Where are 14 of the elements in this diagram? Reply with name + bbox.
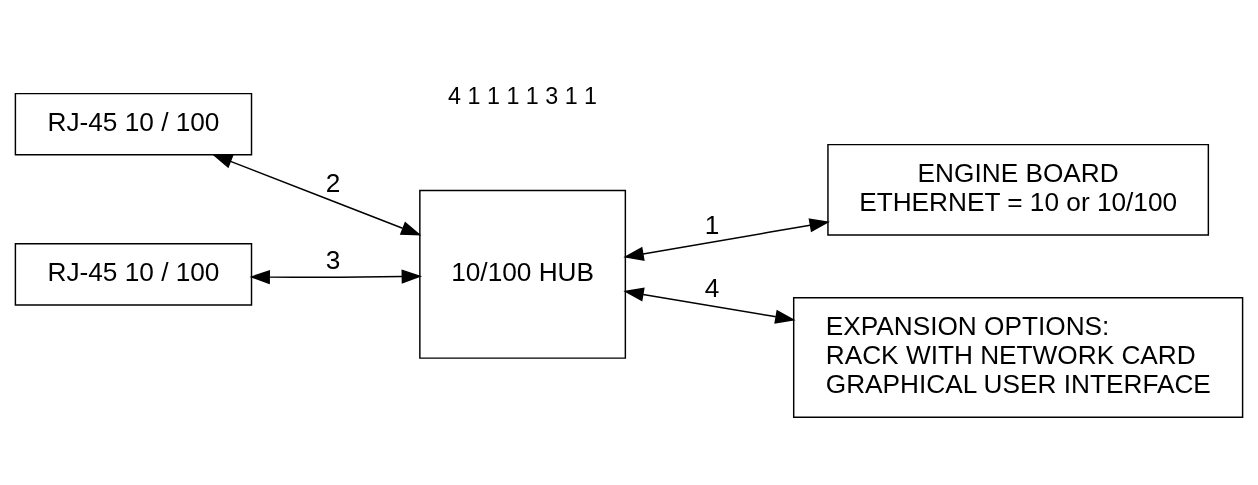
node-box: RJ-45 10 / 100	[14, 92, 253, 156]
edge-label: 4	[704, 272, 720, 303]
label: 4 1 1 1 1 3 1 1	[448, 82, 598, 109]
node-box: ENGINE BOARD ETHERNET = 10 or 10/100	[827, 143, 1210, 236]
arrow	[211, 153, 422, 236]
node-box: EXPANSION OPTIONS: RACK WITH NETWORK CARD GRAPHICAL USER INTERFACE	[792, 296, 1244, 418]
node-box: RJ-45 10 / 100	[14, 242, 253, 306]
edge-label: 2	[325, 167, 341, 198]
node-box: 10/100 HUB	[419, 189, 627, 359]
arrow	[623, 217, 830, 261]
arrow	[623, 286, 796, 324]
edge-label: 1	[704, 209, 720, 240]
edge-label: 3	[325, 244, 341, 275]
arrow	[249, 268, 423, 284]
